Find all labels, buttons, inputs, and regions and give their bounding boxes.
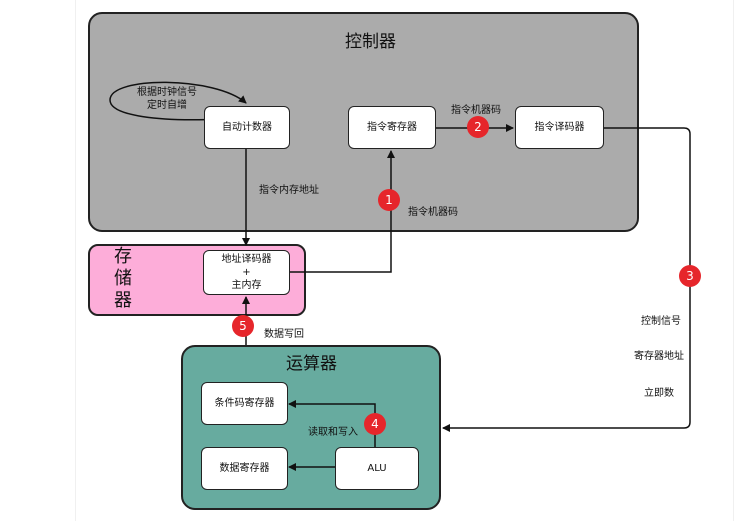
step-badge-1: 1: [378, 189, 400, 211]
addr-decoder-line1: 地址译码器: [221, 254, 272, 265]
addr-decoder-line3: 主内存: [231, 280, 262, 291]
instr-register-box: 指令寄存器: [348, 106, 436, 149]
addr-decoder-line2: +: [242, 267, 251, 278]
instr-decoder-box: 指令译码器: [515, 106, 604, 149]
memory-to-instr-register-arrow: [290, 150, 395, 273]
decoder-to-alu-arrow: [442, 127, 691, 432]
control-signal-label: 控制信号: [641, 316, 681, 327]
step-badge-5: 5: [232, 315, 254, 337]
instr-machine-code-bottom-label: 指令机器码: [408, 207, 458, 218]
instr-machine-code-top-label: 指令机器码: [451, 105, 501, 116]
instr-mem-address-label: 指令内存地址: [259, 185, 319, 196]
auto-counter-box: 自动计数器: [204, 106, 290, 149]
clock-signal-label: 根据时钟信号 定时自增: [137, 86, 197, 112]
register-address-label: 寄存器地址: [634, 351, 684, 362]
data-writeback-label: 数据写回: [264, 329, 304, 340]
alu-region-title: 运算器: [286, 354, 337, 374]
step-badge-2: 2: [467, 116, 489, 138]
cond-register-box: 条件码寄存器: [201, 382, 288, 425]
controller-title: 控制器: [345, 32, 396, 52]
clock-loop-arrow: [109, 81, 247, 121]
data-register-box: 数据寄存器: [201, 447, 288, 490]
read-write-label: 读取和写入: [308, 427, 358, 438]
alu-box: ALU: [335, 447, 419, 490]
step-badge-3: 3: [679, 265, 701, 287]
clock-signal-line2: 定时自增: [147, 100, 187, 111]
immediate-label: 立即数: [644, 388, 674, 399]
addr-decoder-memory-box: 地址译码器 + 主内存: [203, 250, 290, 295]
storage-title: 存储器: [114, 246, 132, 311]
clock-signal-line1: 根据时钟信号: [137, 87, 197, 98]
step-badge-4: 4: [364, 413, 386, 435]
